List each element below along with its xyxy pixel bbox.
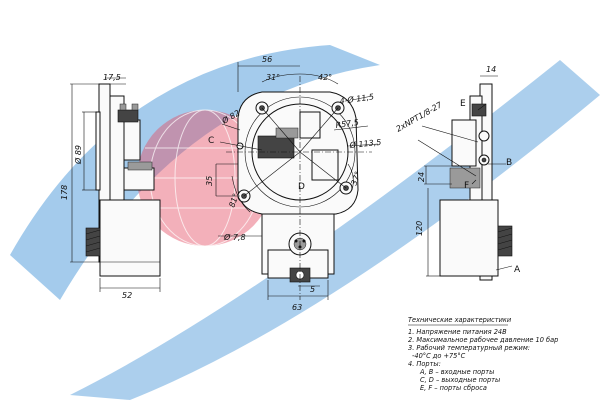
dim-center-angle-31: 31°	[266, 73, 280, 82]
dim-right-120: 120	[415, 221, 424, 236]
spec-line-3: 3. Рабочий температурный режим:	[408, 344, 530, 352]
dim-center-d78: Ø 7,8	[223, 232, 246, 242]
dim-center-56: 56	[262, 55, 272, 64]
port-label-d: D	[298, 182, 305, 192]
dim-center-angle-42: 42°	[318, 73, 332, 82]
spec-line-2: 2. Максимальное рабочее давление 10 бар	[408, 336, 558, 344]
dim-right-thread: 2xNPT1/8-27	[395, 100, 445, 134]
spec-line-8: E, F – порты сброса	[420, 384, 487, 392]
dim-left-52: 52	[122, 291, 132, 300]
port-label-e: E	[460, 99, 466, 109]
dim-center-holes: 4-Ø 11,5	[339, 91, 375, 106]
spec-line-1: 1. Напряжение питания 24В	[408, 328, 507, 336]
spec-line-4: -40°С до +75°С	[412, 352, 466, 360]
dim-center-r575: R57,5	[335, 118, 359, 130]
port-label-c: C	[208, 136, 214, 146]
dim-left-178: 178	[60, 185, 69, 200]
dim-center-35: 35	[205, 176, 214, 186]
dim-center-5: 5	[310, 285, 315, 294]
dim-right-14: 14	[486, 65, 496, 74]
right-side-view	[417, 75, 513, 281]
port-label-b: B	[506, 158, 512, 168]
left-side-view	[70, 77, 161, 292]
dim-center-63: 63	[292, 303, 302, 312]
specs-title: Технические характеристики	[408, 316, 512, 324]
dim-left-d89: Ø 89	[73, 145, 83, 165]
port-label-f: F	[464, 181, 469, 191]
dim-right-24: 24	[417, 172, 426, 182]
spec-line-5: 4. Порты:	[408, 360, 441, 368]
dim-center-d1135: Ø 113,5	[348, 137, 382, 150]
spec-line-6: А, В – входные порты	[419, 368, 494, 376]
port-label-a: A	[514, 265, 521, 275]
specifications-block: Технические характеристики 1. Напряжение…	[408, 316, 558, 392]
spec-line-7: С, D – выходные порты	[420, 376, 500, 384]
dim-left-17-5: 17,5	[103, 73, 121, 82]
center-front-view	[215, 62, 379, 300]
